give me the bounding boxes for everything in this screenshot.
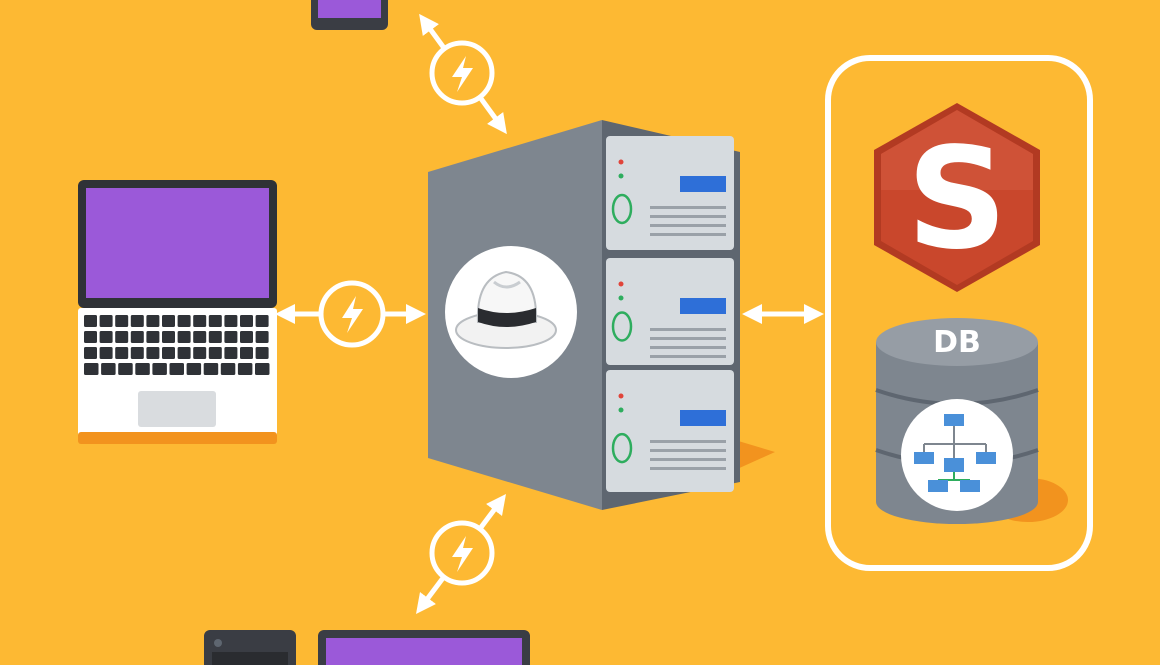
- keyboard-key: [240, 347, 253, 359]
- keyboard-key: [224, 331, 238, 343]
- laptop-keyboard: [84, 315, 270, 375]
- tree-network-icon: [914, 414, 996, 492]
- server-blade: [606, 370, 734, 492]
- keyboard-key: [118, 363, 133, 375]
- keyboard-key: [99, 331, 113, 343]
- server-blades: [606, 136, 734, 492]
- keyboard-key: [203, 363, 219, 375]
- keyboard-key: [169, 363, 184, 375]
- connector-laptop-server: [275, 280, 426, 348]
- keyboard-key: [84, 315, 97, 327]
- lightning-bolt-icon: [452, 56, 473, 92]
- vent-slot: [650, 337, 726, 340]
- keyboard-key: [84, 363, 99, 375]
- laptop-screen: [86, 188, 269, 298]
- vent-slot: [650, 458, 726, 461]
- status-led: [618, 159, 624, 165]
- laptop-device: [78, 180, 277, 444]
- connector-devices-server: [416, 494, 506, 614]
- keyboard-key: [99, 347, 113, 359]
- tablet-device: [204, 630, 296, 665]
- database-icon: DB: [875, 318, 1068, 524]
- keyboard-key: [186, 363, 202, 375]
- vent-slot: [650, 449, 726, 452]
- keyboard-key: [99, 315, 113, 327]
- lightning-bolt-icon: [342, 296, 363, 333]
- keyboard-key: [101, 363, 116, 375]
- status-led: [618, 295, 624, 301]
- server-blade: [606, 258, 734, 365]
- fedora-hat-icon: [455, 270, 557, 349]
- server-blade: [606, 136, 734, 250]
- keyboard-key: [193, 315, 207, 327]
- keyboard-key: [115, 315, 129, 327]
- vent-slot: [650, 215, 726, 218]
- server-rack: [428, 120, 775, 510]
- keyboard-key: [208, 315, 222, 327]
- keyboard-key: [146, 315, 160, 327]
- keyboard-key: [220, 363, 236, 375]
- monitor-device: [318, 630, 530, 665]
- keyboard-key: [115, 347, 129, 359]
- keyboard-key: [177, 347, 191, 359]
- status-led: [618, 173, 624, 179]
- lightning-bolt-icon: [452, 536, 473, 572]
- keyboard-key: [84, 331, 97, 343]
- keyboard-key: [193, 347, 207, 359]
- keyboard-key: [84, 347, 97, 359]
- keyboard-key: [240, 315, 253, 327]
- logo-letter: S: [907, 118, 1008, 281]
- backend-panel: S DB: [825, 55, 1093, 571]
- power-button-icon: [611, 311, 633, 342]
- vent-slot: [650, 346, 726, 349]
- power-button-icon: [611, 432, 633, 464]
- status-led: [618, 407, 624, 413]
- connector-phone-server: [419, 13, 507, 135]
- blade-display: [680, 410, 726, 426]
- keyboard-key: [162, 331, 175, 343]
- keyboard-key: [193, 331, 207, 343]
- keyboard-key: [135, 363, 150, 375]
- power-button-icon: [611, 193, 633, 225]
- keyboard-key: [177, 315, 191, 327]
- phone-screen: [318, 0, 381, 18]
- keyboard-key: [130, 347, 144, 359]
- keyboard-key: [255, 331, 269, 343]
- keyboard-key: [162, 315, 175, 327]
- db-label: DB: [933, 325, 981, 360]
- keyboard-key: [208, 347, 222, 359]
- vent-slot: [650, 355, 726, 358]
- vent-slot: [650, 206, 726, 209]
- status-led: [618, 393, 624, 399]
- keyboard-key: [146, 331, 160, 343]
- keyboard-key: [255, 363, 270, 375]
- keyboard-key: [255, 315, 269, 327]
- blade-display: [680, 298, 726, 314]
- keyboard-key: [130, 315, 144, 327]
- vent-slot: [650, 224, 726, 227]
- monitor-screen: [326, 638, 522, 665]
- keyboard-key: [115, 331, 129, 343]
- keyboard-key: [224, 347, 238, 359]
- keyboard-key: [237, 363, 253, 375]
- blade-display: [680, 176, 726, 192]
- keyboard-key: [130, 331, 144, 343]
- keyboard-key: [162, 347, 175, 359]
- phone-device: [311, 0, 388, 30]
- vent-slot: [650, 440, 726, 443]
- keyboard-key: [146, 347, 160, 359]
- laptop-trackpad: [138, 391, 216, 427]
- keyboard-key: [177, 331, 191, 343]
- vent-slot: [650, 328, 726, 331]
- vent-slot: [650, 233, 726, 236]
- keyboard-key: [240, 331, 253, 343]
- hexagon-s-logo-icon: S: [874, 103, 1040, 292]
- vent-slot: [650, 467, 726, 470]
- keyboard-key: [255, 347, 269, 359]
- keyboard-key: [224, 315, 238, 327]
- keyboard-key: [208, 331, 222, 343]
- keyboard-key: [152, 363, 167, 375]
- status-led: [618, 281, 624, 287]
